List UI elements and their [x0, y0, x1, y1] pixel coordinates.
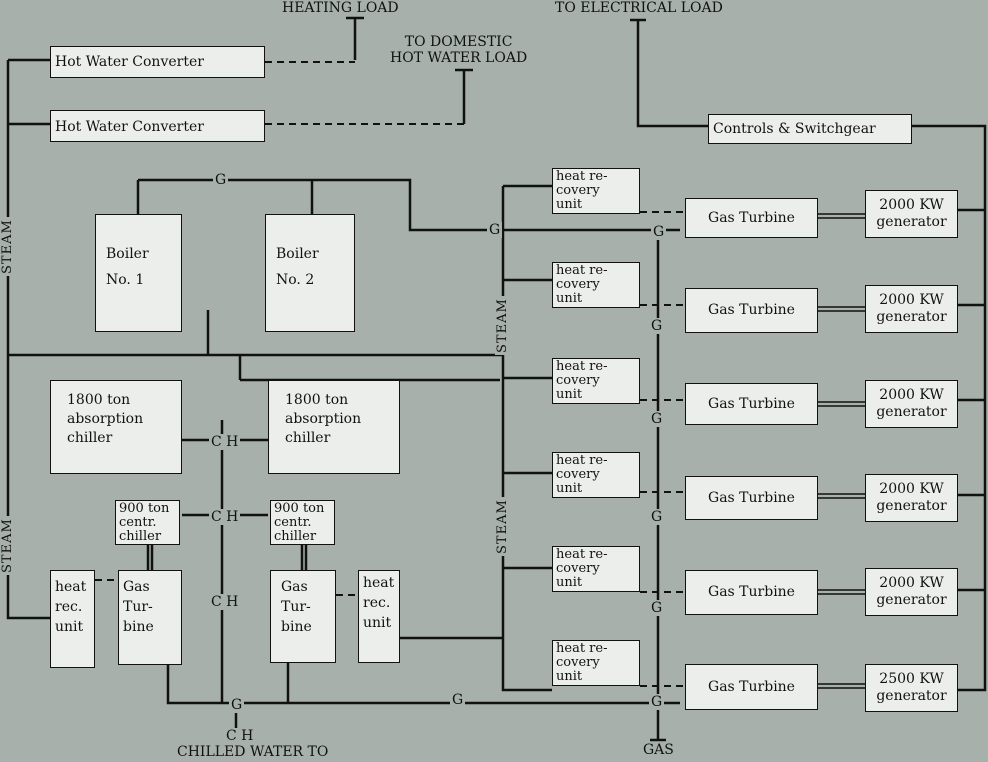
steam-label-right-upper: STEAM — [495, 296, 511, 355]
gas-label-t5: G — [649, 600, 665, 616]
gas-turbine-4: Gas Turbine — [685, 476, 818, 520]
heat-recovery-unit-6: heat re- covery unit — [552, 640, 640, 686]
gas-label-t1: G — [651, 224, 667, 240]
heat-recovery-unit-5: heat re- covery unit — [552, 546, 640, 592]
gas-label-bottom: G — [229, 697, 245, 713]
centrifugal-chiller-2: 900 ton centr. chiller — [270, 500, 335, 545]
heat-recovery-unit-4: heat re- covery unit — [552, 452, 640, 498]
gas-turbine-2: Gas Turbine — [685, 288, 818, 333]
heat-recovery-unit-left: heat rec. unit — [50, 570, 95, 668]
gas-turbine-6: Gas Turbine — [685, 664, 818, 710]
heat-recovery-unit-1: heat re- covery unit — [552, 168, 640, 214]
ch-label-1: C H — [209, 434, 241, 450]
gas-label-t4: G — [649, 509, 665, 525]
gas-label-t2: G — [649, 318, 665, 334]
generator-4: 2000 KW generator — [865, 474, 958, 522]
gas-label-mid: G — [487, 222, 503, 238]
gas-turbine-3: Gas Turbine — [685, 383, 818, 425]
controls-switchgear: Controls & Switchgear — [708, 114, 912, 144]
gas-turbine-5: Gas Turbine — [685, 570, 818, 615]
gas-label-bottom-line: G — [450, 692, 466, 708]
generator-2: 2000 KW generator — [865, 285, 958, 333]
heat-recovery-unit-3: heat re- covery unit — [552, 358, 640, 404]
gas-turbine-right: Gas Tur- bine — [270, 570, 336, 663]
hot-water-converter-2: Hot Water Converter — [50, 110, 265, 142]
hot-water-converter-1: Hot Water Converter — [50, 46, 265, 78]
heat-recovery-unit-right: heat rec. unit — [358, 570, 400, 663]
ch-label-2: C H — [209, 509, 241, 525]
ch-label-4: C H — [224, 728, 256, 744]
gas-turbine-left: Gas Tur- bine — [118, 570, 182, 665]
steam-label-left-lower: STEAM — [0, 516, 16, 575]
electrical-load-label: TO ELECTRICAL LOAD — [553, 0, 725, 16]
generator-5: 2000 KW generator — [865, 568, 958, 616]
gas-label-t6: G — [649, 694, 665, 710]
gas-label-top: G — [213, 172, 229, 188]
steam-riser-right — [501, 186, 552, 692]
generator-6: 2500 KW generator — [865, 664, 958, 712]
heat-recovery-unit-2: heat re- covery unit — [552, 262, 640, 308]
generator-3: 2000 KW generator — [865, 380, 958, 428]
steam-label-right-lower: STEAM — [495, 497, 511, 556]
centrifugal-chiller-1: 900 ton centr. chiller — [115, 500, 180, 545]
boiler-no-1: Boiler No. 1 — [95, 214, 182, 332]
ch-label-3: C H — [209, 594, 241, 610]
gas-supply-label: GAS — [641, 742, 676, 758]
absorption-chiller-2: 1800 ton absorption chiller — [268, 380, 400, 474]
gas-label-t3: G — [649, 411, 665, 427]
chilled-water-label: CHILLED WATER TO — [175, 744, 331, 760]
absorption-chiller-1: 1800 ton absorption chiller — [50, 380, 182, 474]
gas-turbine-1: Gas Turbine — [685, 198, 818, 238]
generator-1: 2000 KW generator — [865, 190, 958, 238]
heating-load-label: HEATING LOAD — [280, 0, 401, 16]
steam-label-left-upper: STEAM — [0, 217, 16, 276]
boiler-no-2: Boiler No. 2 — [265, 214, 355, 332]
domestic-hot-water-load-label: TO DOMESTIC HOT WATER LOAD — [388, 34, 530, 66]
